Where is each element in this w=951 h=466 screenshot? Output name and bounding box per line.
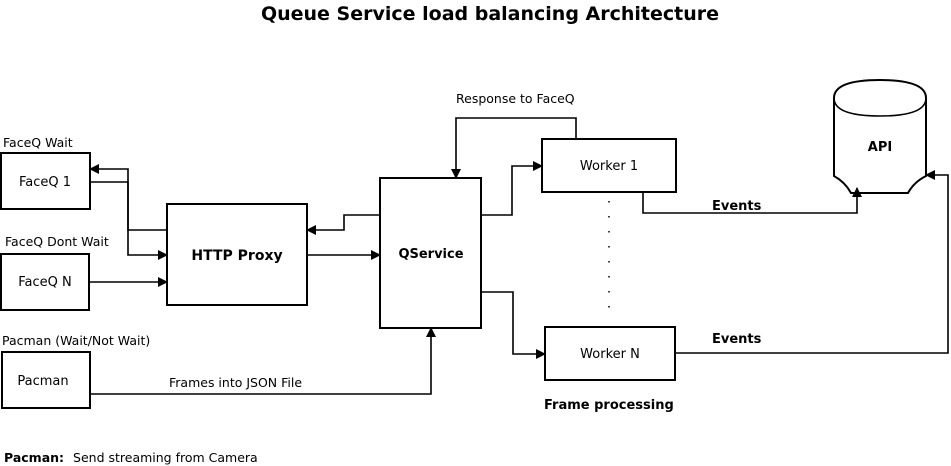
footnote: Pacman: Send streaming from Camera (4, 450, 258, 465)
response-edge-label: Response to FaceQ (456, 91, 575, 106)
http-proxy-label: HTTP Proxy (191, 248, 282, 264)
api-label: API (868, 140, 892, 155)
worker1-label: Worker 1 (580, 159, 638, 174)
qservice-label: QService (398, 247, 463, 262)
events-edge-label-n: Events (712, 332, 762, 347)
footnote-term: Pacman: (4, 450, 64, 465)
faceq-wait-label: FaceQ Wait (3, 135, 73, 150)
qservice-to-workern-arrow (481, 291, 546, 359)
qservice-to-worker1-arrow (481, 161, 543, 216)
faceq-dont-wait-label: FaceQ Dont Wait (5, 234, 109, 249)
worker1-node: Worker 1 (541, 138, 677, 193)
faceq1-label: FaceQ 1 (19, 175, 71, 190)
qservice-to-proxy-arrow (306, 214, 380, 235)
workern-node: Worker N (544, 326, 676, 381)
faceq1-node: FaceQ 1 (0, 152, 91, 210)
footnote-text: Send streaming from Camera (73, 450, 258, 465)
faceqn-node: FaceQ N (0, 253, 90, 311)
events-edge-label-1: Events (712, 199, 762, 214)
frame-processing-label: Frame processing (544, 398, 674, 413)
worker1-to-api-arrow (642, 187, 862, 214)
workern-label: Worker N (580, 347, 640, 362)
http-proxy-node: HTTP Proxy (166, 203, 308, 306)
pacman-to-qservice-arrow (90, 327, 436, 395)
pacman-label: Pacman (17, 374, 68, 389)
workern-to-api-arrow (675, 170, 949, 354)
pacman-node: Pacman (1, 351, 91, 409)
faceq1-to-proxy-arrow (90, 181, 168, 260)
qservice-node: QService (379, 177, 482, 329)
worker1-response-arrow (451, 117, 577, 179)
diagram-title: Queue Service load balancing Architectur… (261, 3, 719, 25)
faceqn-label: FaceQ N (18, 275, 72, 290)
pacman-group-label: Pacman (Wait/Not Wait) (2, 333, 150, 348)
frames-edge-label: Frames into JSON File (169, 375, 302, 390)
api-database: API (833, 78, 927, 194)
